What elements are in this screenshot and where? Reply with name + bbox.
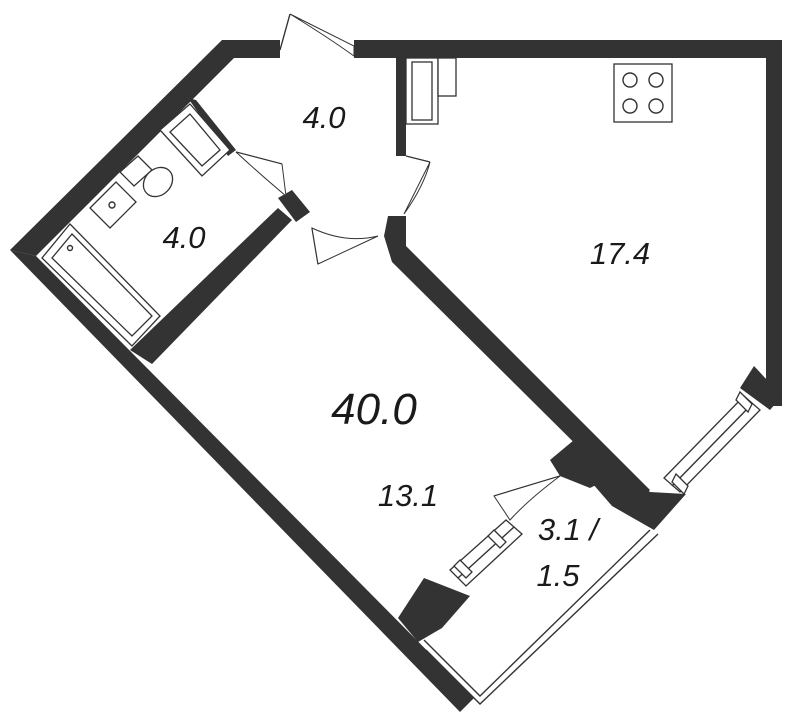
wall-northwest: [10, 40, 236, 256]
outer-walls: [10, 40, 782, 712]
balcony-rail: [425, 533, 659, 705]
door-kitchen: [403, 155, 431, 215]
label-bathroom: 4.0: [162, 220, 205, 255]
doors: [235, 13, 561, 521]
room-labels: 4.0 4.0 17.4 40.0 13.1 3.1 / 1.5: [162, 100, 650, 593]
label-total-area: 40.0: [331, 385, 417, 434]
wall-east: [766, 40, 782, 406]
wall-bath-living: [130, 208, 292, 364]
wall-balcony-corner: [586, 448, 686, 530]
stove-icon: [613, 63, 673, 123]
kitchen-shaft-icon: [405, 57, 457, 125]
inner-walls: [130, 58, 686, 642]
label-balcony-2: 1.5: [536, 558, 580, 593]
wall-top-left: [222, 40, 280, 58]
shaft-icon: [159, 103, 231, 177]
label-balcony-1: 3.1 /: [538, 512, 602, 547]
door-living: [311, 227, 379, 265]
wall-hall-bath: [188, 98, 236, 156]
wall-east-jamb: [740, 366, 782, 410]
fixtures: [41, 57, 673, 347]
balcony: [423, 529, 659, 705]
label-hall: 4.0: [302, 100, 345, 135]
door-balcony: [493, 475, 561, 521]
wall-top-right: [354, 40, 782, 58]
windows: [449, 390, 761, 587]
door-bathroom: [235, 151, 287, 198]
wall-kitchen-niche: [396, 58, 406, 156]
label-living: 13.1: [378, 478, 438, 513]
toilet-icon: [119, 155, 174, 198]
wall-hall-stub: [278, 190, 310, 222]
door-entrance: [279, 13, 355, 57]
wall-living-pier: [398, 578, 470, 642]
window-kitchen: [663, 390, 761, 496]
label-kitchen: 17.4: [590, 236, 650, 271]
wall-southwest: [10, 250, 474, 712]
bathtub-icon: [41, 223, 161, 347]
balcony-outline: [423, 529, 651, 697]
washbasin-icon: [89, 181, 137, 229]
window-living: [449, 519, 523, 587]
wall-kitchen-living: [384, 216, 650, 504]
